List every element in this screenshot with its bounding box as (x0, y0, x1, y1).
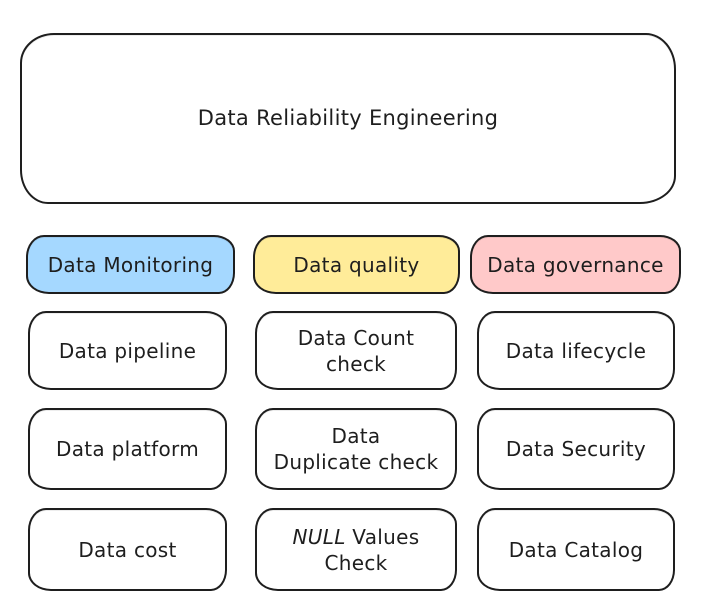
node-data-count-check: Data Count check (255, 311, 457, 390)
node-label: NULL Values Check (257, 524, 455, 576)
node-data-cost: Data cost (28, 508, 227, 591)
node-label: Data Count check (297, 325, 415, 376)
node-data-platform: Data platform (28, 408, 227, 490)
node-label: Data Reliability Engineering (197, 105, 499, 130)
node-data-security: Data Security (477, 408, 675, 490)
node-label: Data quality (293, 252, 420, 277)
node-data-duplicate-check: Data Duplicate check (255, 408, 457, 490)
node-data-catalog: Data Catalog (477, 508, 675, 591)
node-label: Data lifecycle (505, 338, 647, 363)
node-data-lifecycle: Data lifecycle (477, 311, 675, 390)
node-label: Data governance (487, 252, 664, 277)
node-data-governance: Data governance (470, 235, 681, 294)
node-label: Data pipeline (58, 338, 197, 363)
node-label: Data cost (78, 537, 177, 562)
node-data-quality: Data quality (253, 235, 460, 294)
node-label: Data Security (505, 437, 647, 461)
node-label: Data Duplicate check (273, 424, 439, 474)
node-label: Data platform (56, 437, 199, 461)
node-label: Data Catalog (508, 537, 644, 562)
null-label-rest: Values Check (324, 524, 420, 575)
node-data-monitoring: Data Monitoring (26, 235, 235, 294)
node-label: Data Monitoring (47, 252, 214, 277)
node-null-values-check: NULL Values Check (255, 508, 457, 591)
null-keyword: NULL (292, 524, 346, 549)
node-data-reliability-engineering: Data Reliability Engineering (20, 33, 676, 204)
node-data-pipeline: Data pipeline (28, 311, 227, 390)
